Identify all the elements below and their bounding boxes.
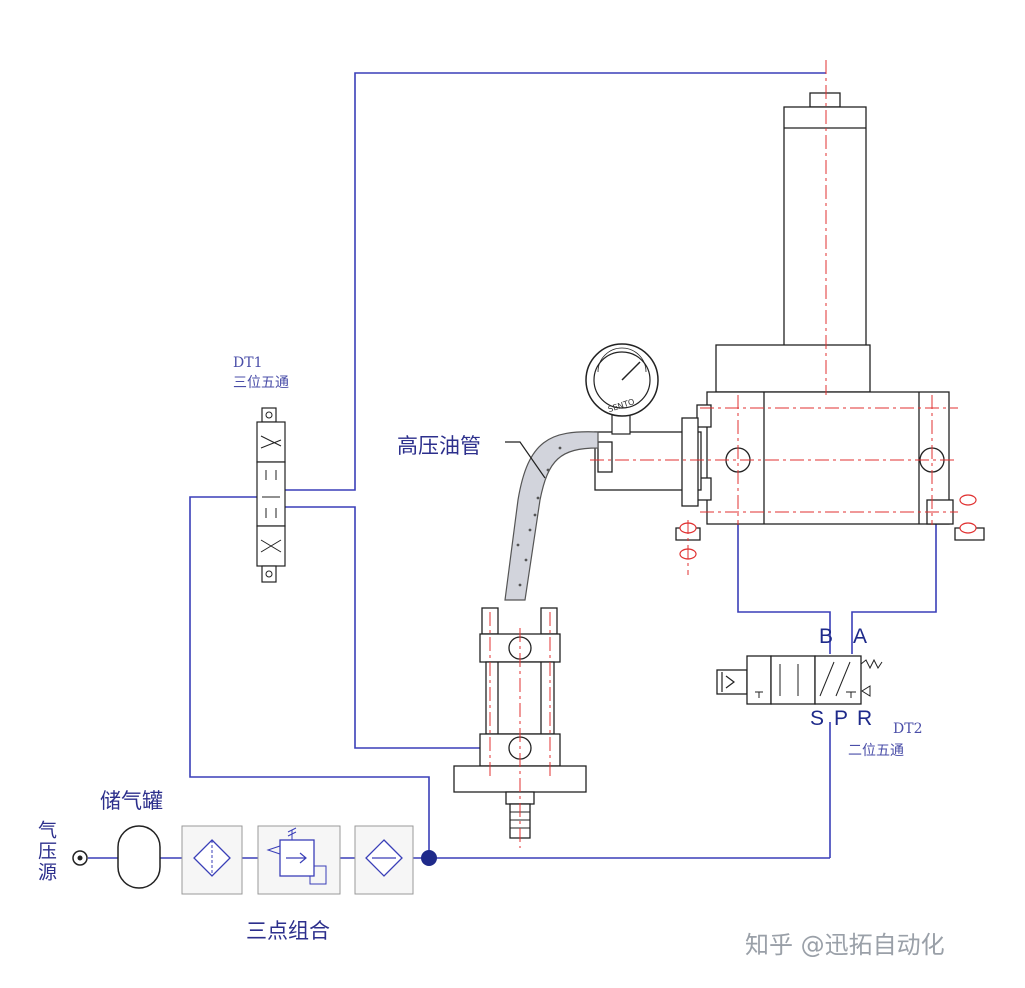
pressure-gauge bbox=[585, 343, 659, 435]
frl-label: 三点组合 bbox=[246, 919, 330, 943]
booster-top-nut bbox=[809, 92, 841, 108]
booster-cylinder bbox=[594, 92, 985, 541]
dt1-id-label: DT1 bbox=[233, 355, 263, 371]
dt1-to-booster-top-line bbox=[285, 72, 826, 491]
frl-filter-unit bbox=[181, 825, 243, 895]
dt2-id-label: DT2 bbox=[893, 721, 923, 737]
pipe-lines bbox=[88, 72, 937, 859]
air-tank-label: 储气罐 bbox=[100, 789, 163, 813]
centerlines bbox=[489, 60, 958, 848]
port-r-label: R bbox=[857, 707, 873, 730]
dt1-valve-symbol bbox=[256, 407, 286, 583]
port-p-label: P bbox=[834, 707, 849, 730]
pipe-junction-dot bbox=[421, 850, 437, 866]
high-pressure-tube-label: 高压油管 bbox=[397, 434, 481, 458]
dt1-to-work-cylinder-line bbox=[285, 506, 488, 749]
port-b-label: B bbox=[819, 625, 834, 648]
high-pressure-hose bbox=[504, 431, 599, 601]
watermark: 知乎 @迅拓自动化 bbox=[745, 931, 945, 959]
dt2-valve-symbol bbox=[716, 655, 883, 705]
supply-to-dt1-line bbox=[189, 496, 430, 858]
port-s-label: S bbox=[810, 707, 825, 730]
booster-head-block bbox=[715, 344, 871, 393]
air-source-symbol bbox=[72, 850, 88, 866]
dt2-a-to-booster-line bbox=[851, 465, 937, 654]
hose-leader-line bbox=[505, 441, 546, 479]
dt2-type-label: 二位五通 bbox=[848, 743, 904, 759]
frl-regulator-unit bbox=[257, 825, 341, 895]
port-a-label: A bbox=[853, 625, 868, 648]
dt2-b-to-booster-line bbox=[737, 465, 831, 654]
frl-lubricator-unit bbox=[354, 825, 414, 895]
air-source-label: 气压源 bbox=[35, 820, 57, 883]
air-tank-symbol bbox=[117, 825, 161, 889]
dt1-type-label: 三位五通 bbox=[233, 375, 289, 391]
